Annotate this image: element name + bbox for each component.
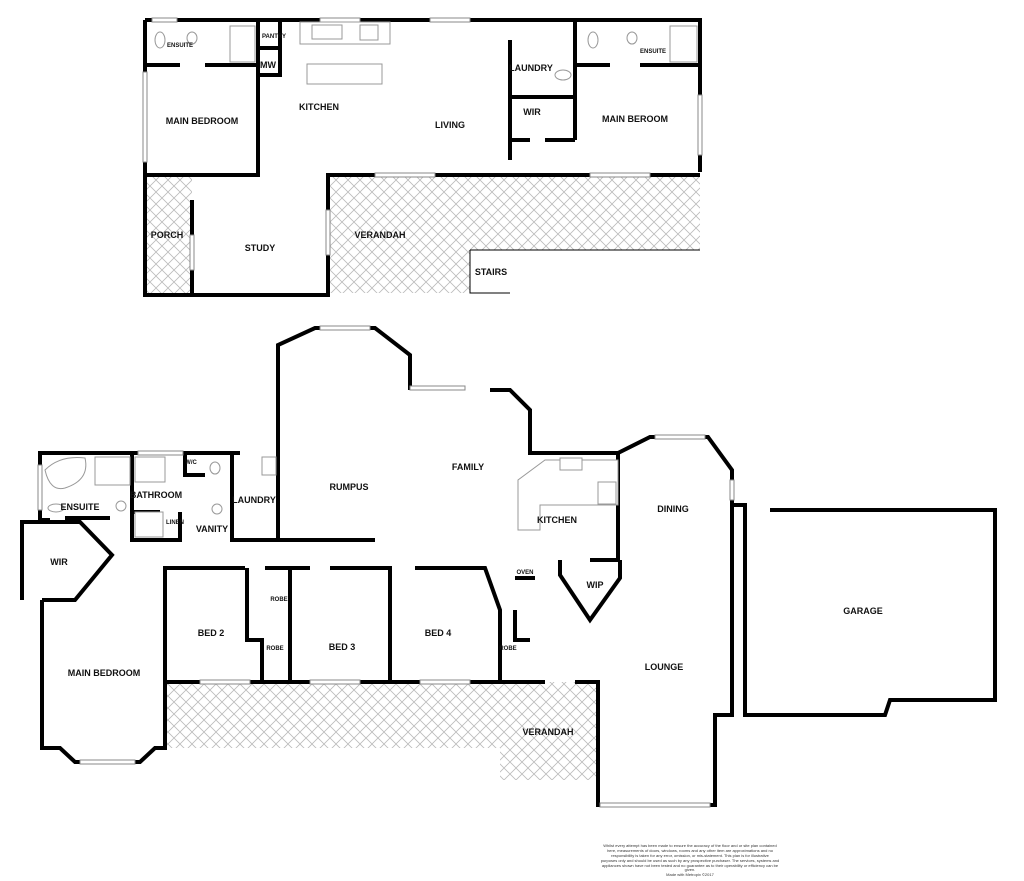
room-label: PORCH [151, 230, 184, 240]
room-label: BED 2 [198, 628, 225, 638]
porch-area [145, 175, 192, 295]
room-label: LOUNGE [645, 662, 684, 672]
toilet-icon [587, 31, 599, 49]
basin-icon [211, 503, 223, 515]
sink-icon [559, 457, 583, 471]
toilet-icon [47, 503, 65, 513]
toilet-icon [154, 31, 166, 49]
bath-icon [134, 456, 166, 483]
room-label: VERANDAH [354, 230, 405, 240]
shower-icon [229, 25, 256, 63]
room-label: PANTRY [262, 34, 286, 40]
room-label: BATHROOM [130, 490, 182, 500]
basin-icon [186, 31, 198, 45]
cooktop-icon [359, 24, 379, 41]
lower-floor-plan: ENSUITE BATHROOM W/C LINEN VANITY LAUNDR… [20, 325, 997, 808]
room-label: GARAGE [843, 606, 883, 616]
room-label: MAIN BEDROOM [166, 116, 239, 126]
room-label: LINEN [166, 520, 184, 526]
upper-fixtures [154, 21, 698, 85]
room-label: ENSUITE [60, 502, 99, 512]
room-label: KITCHEN [299, 102, 339, 112]
room-label: WIR [50, 557, 68, 567]
room-label: LAUNDRY [232, 495, 276, 505]
disclaimer-line: given. [685, 867, 696, 872]
disclaimer-line: appliances shown have not been tested an… [602, 863, 779, 868]
room-label: MAIN BEDROOM [68, 668, 141, 678]
room-label: OVEN [516, 570, 533, 576]
room-label: ROBE [499, 646, 516, 652]
room-label: RUMPUS [329, 482, 368, 492]
verandah-area [165, 682, 598, 780]
room-label: LIVING [435, 120, 465, 130]
room-label: KITCHEN [537, 515, 577, 525]
disclaimer-line: purposes only and should be used as such… [601, 858, 779, 863]
disclaimer-line: responsibility is taken for any error, o… [611, 853, 770, 858]
room-label: MW [260, 60, 276, 70]
spa-bath-icon [44, 457, 87, 490]
cooktop-icon [597, 481, 617, 505]
room-label: W/C [185, 460, 197, 466]
room-label: MAIN BEROOM [602, 114, 668, 124]
room-label: ENSUITE [640, 49, 666, 55]
shower-icon [134, 511, 164, 538]
room-label: BED 3 [329, 642, 356, 652]
room-label: LAUNDRY [509, 63, 553, 73]
laundry-tub-icon [261, 456, 277, 476]
disclaimer-line: Whilst every attempt has been made to en… [603, 843, 776, 848]
room-label: DINING [657, 504, 689, 514]
room-label: STUDY [245, 243, 276, 253]
kitchen-bench [517, 459, 619, 531]
room-label: BED 4 [425, 628, 452, 638]
lower-windows [37, 325, 735, 808]
basin-icon [626, 31, 638, 45]
lower-fixtures [44, 456, 619, 538]
disclaimer: Whilst every attempt has been made to en… [601, 843, 779, 877]
shower-icon [94, 456, 131, 486]
upper-windows [142, 17, 703, 271]
upper-floor-plan: ENSUITE PANTRY MW MAIN BEDROOM KITCHEN L… [142, 17, 703, 297]
disclaimer-line: here, measurements of doors, windows, ro… [607, 848, 774, 853]
kitchen-island [306, 63, 383, 85]
basin-icon [115, 500, 127, 512]
room-label: FAMILY [452, 462, 484, 472]
room-label: VERANDAH [522, 727, 573, 737]
room-label: WIP [587, 580, 604, 590]
disclaimer-credit: Made with Metropix ©2017 [666, 872, 714, 877]
room-label: ENSUITE [167, 43, 193, 49]
sink-icon [311, 24, 343, 40]
shower-icon [669, 25, 698, 63]
room-label: WIR [523, 107, 541, 117]
toilet-icon [554, 69, 572, 81]
room-label: STAIRS [475, 267, 507, 277]
room-label: ROBE [266, 646, 283, 652]
room-label: ROBE [270, 597, 287, 603]
room-label: VANITY [196, 524, 228, 534]
toilet-icon [209, 461, 221, 475]
verandah-area [330, 175, 700, 293]
